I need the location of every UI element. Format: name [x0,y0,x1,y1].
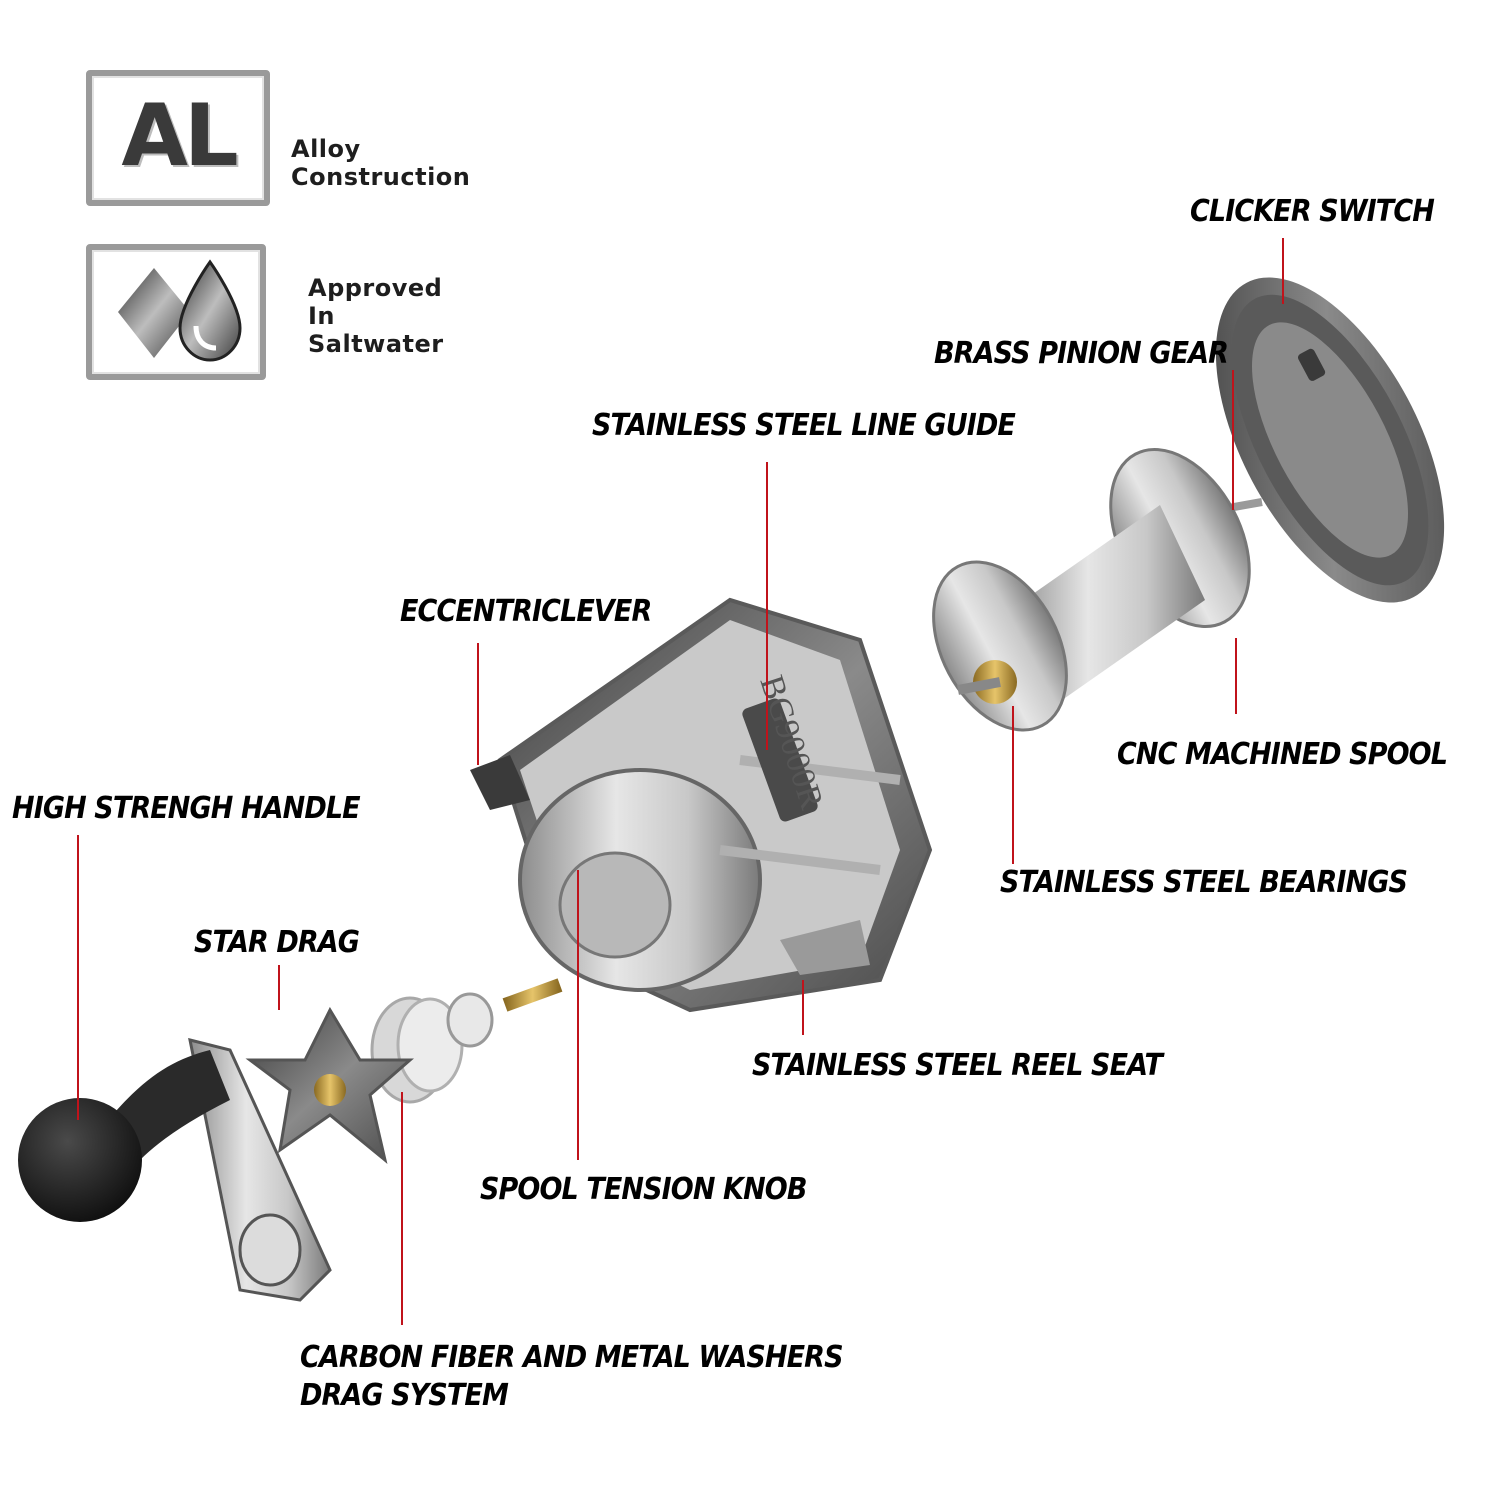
side-plate [1215,277,1445,603]
alloy-mark-logo: AL [121,86,238,186]
alloy-badge-text: Alloy Construction [291,135,470,191]
label-star-drag: STAR DRAG [194,925,360,960]
label-bearings: STAINLESS STEEL BEARINGS [1000,865,1408,900]
label-tension-knob: SPOOL TENSION KNOB [480,1172,807,1207]
saltwater-badge-line-3: Saltwater [308,330,444,358]
saltwater-badge-line-2: In [308,302,336,330]
saltwater-badge [86,244,266,380]
alloy-badge-line-2: Construction [291,163,471,191]
saltwater-badge-line-1: Approved [308,274,443,302]
alloy-badge: AL [86,70,270,206]
label-washers-line-2: DRAG SYSTEM [300,1378,509,1413]
label-reel-seat: STAINLESS STEEL REEL SEAT [752,1048,1163,1083]
label-eccentric-lever: ECCENTRICLEVER [400,594,652,629]
label-washers-line-1: CARBON FIBER AND METAL WASHERS [300,1340,844,1375]
reel-frame: BG9000R [470,597,933,1013]
label-clicker-switch: CLICKER SWITCH [1190,194,1435,229]
label-line-guide: STAINLESS STEEL LINE GUIDE [592,408,1016,443]
alloy-badge-line-1: Alloy [291,135,361,163]
saltwater-drop-icon [118,259,242,362]
handle [18,1037,332,1302]
star-drag [245,1006,414,1164]
drag-washers [370,992,494,1104]
label-cnc-spool: CNC MACHINED SPOOL [1117,737,1448,772]
spool [932,448,1263,732]
saltwater-badge-text: Approved In Saltwater [308,274,444,358]
label-handle: HIGH STRENGH HANDLE [12,791,361,826]
label-brass-pinion-gear: BRASS PINION GEAR [934,336,1229,371]
